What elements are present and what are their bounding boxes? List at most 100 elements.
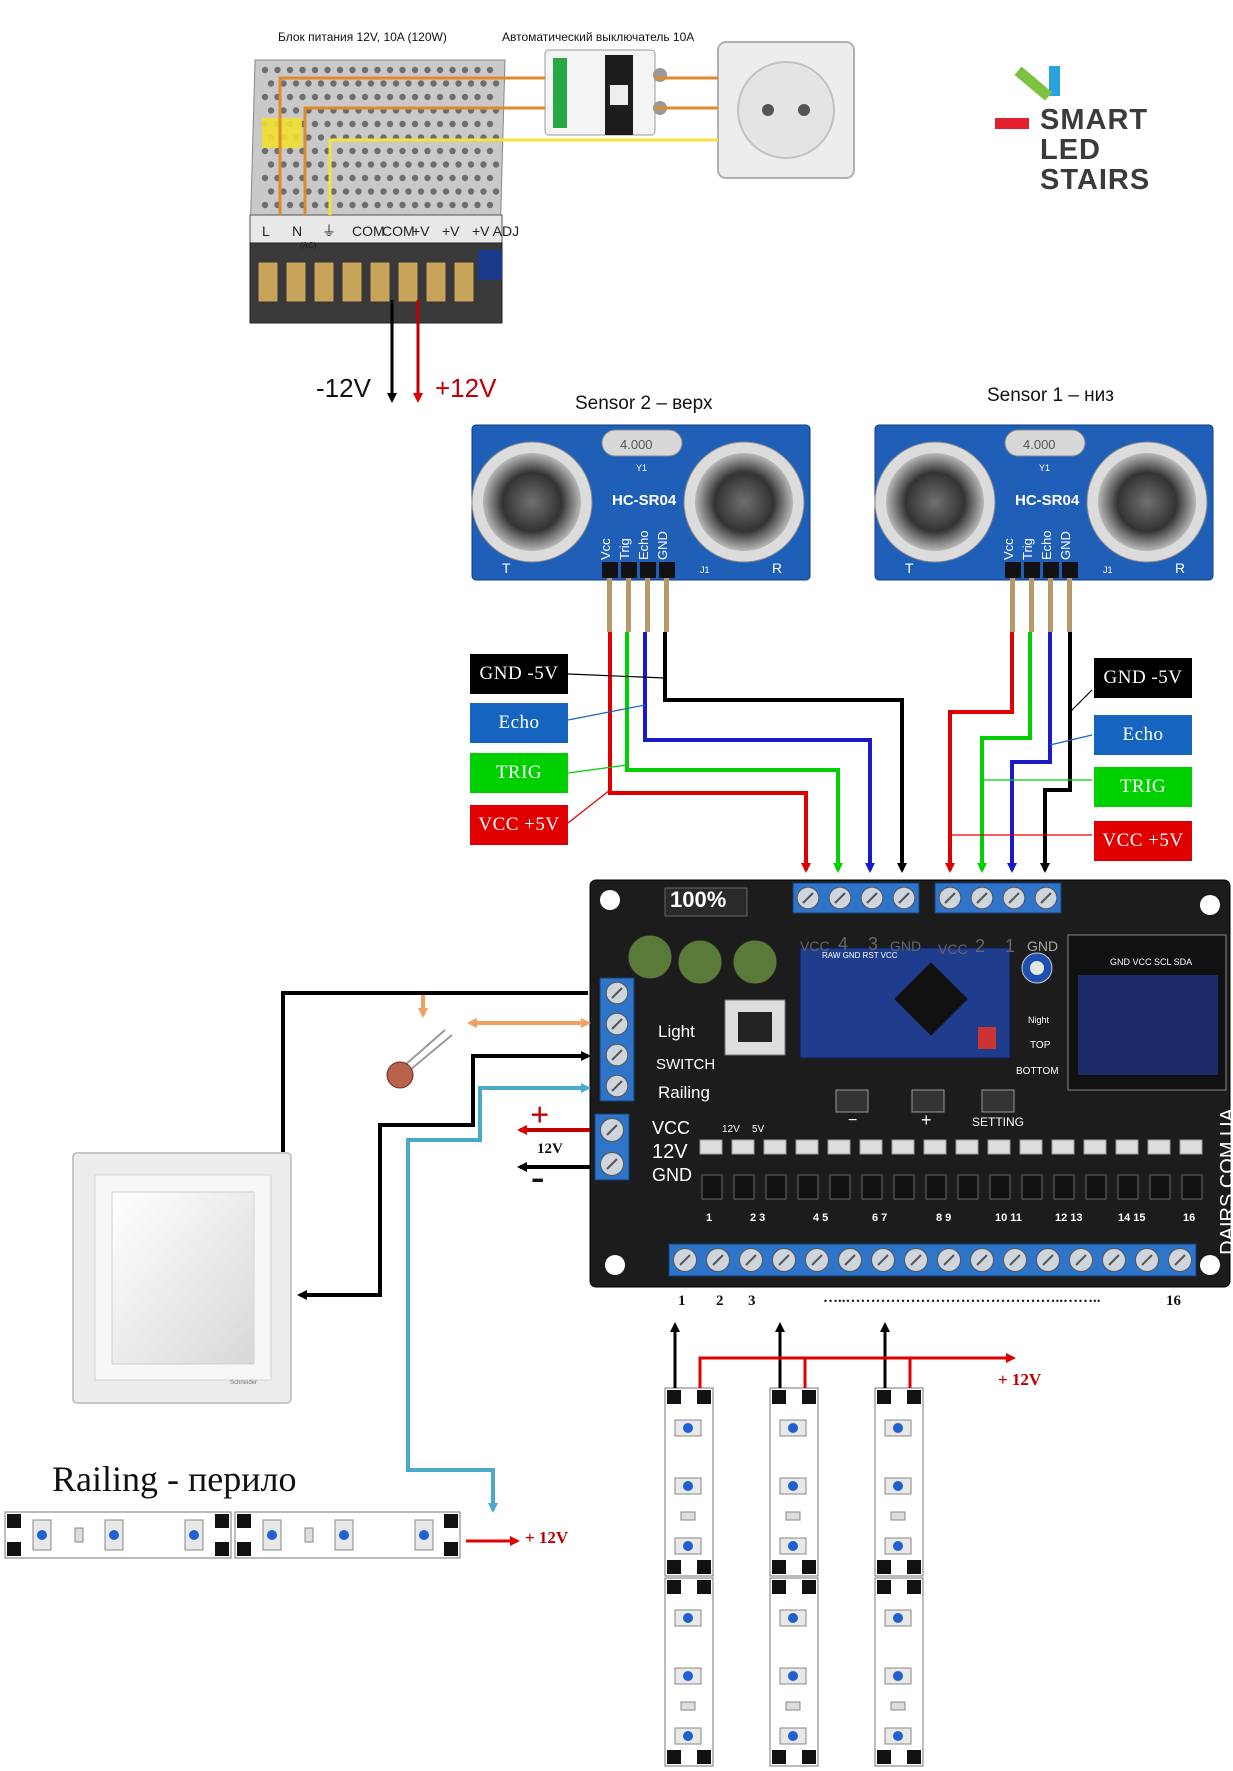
resistor-icon [891, 1139, 915, 1155]
terminal-slot [1008, 892, 1020, 904]
psu-terminal-label: N [292, 223, 302, 239]
strip-pad [772, 1750, 786, 1764]
strip-pad [7, 1514, 21, 1528]
psu-terminal-label: +V [412, 223, 430, 239]
psu-terminal-label: L [262, 223, 270, 239]
terminal-slot [802, 892, 814, 904]
right-tag-trig: TRIG [1094, 767, 1192, 807]
railing-led-strip [4, 1511, 461, 1559]
terminal-slot [877, 1254, 889, 1266]
led-dot-icon [339, 1530, 349, 1540]
sensor-r-label: R [772, 560, 782, 576]
led-dot-icon [683, 1671, 693, 1681]
resistor-icon [827, 1139, 851, 1155]
led-strips [664, 1387, 924, 1767]
mosfet-icon [989, 1174, 1011, 1200]
led-dot-icon [109, 1530, 119, 1540]
led-dot-icon [683, 1423, 693, 1433]
led-dot-icon [788, 1541, 798, 1551]
led-dot-icon [189, 1530, 199, 1540]
led-dot-icon [788, 1731, 798, 1741]
resistor-icon [731, 1139, 755, 1155]
strip-pad [215, 1542, 229, 1556]
strip-pad [772, 1580, 786, 1594]
psu-terminal-label: COM [352, 223, 385, 239]
resistor-icon [1019, 1139, 1043, 1155]
strip-resistor-icon [785, 1701, 801, 1711]
strip-pad [802, 1750, 816, 1764]
resistor-icon [699, 1139, 723, 1155]
sensor-1-caption: Sensor 1 – низ [987, 385, 1114, 406]
strip-pad [802, 1560, 816, 1574]
sensor-pin-label: Trig [1020, 538, 1035, 560]
output-dots: …..……………………………………..…….. [823, 1290, 1101, 1306]
sensor-pin-leg [607, 578, 612, 632]
mosfet-row [699, 1139, 1203, 1200]
top-pin-gnd-left: GND [890, 938, 922, 954]
small-label-5v: 5V [752, 1124, 765, 1135]
output-number-16: 16 [1166, 1293, 1181, 1309]
led-dot-icon [788, 1671, 798, 1681]
terminal-slot [611, 1080, 623, 1092]
strip-pad [697, 1560, 711, 1574]
button-plus-label: + [921, 1110, 932, 1130]
sensor-header-pin [659, 562, 675, 578]
left-terminal-block [599, 977, 635, 1102]
terminal-slot [611, 1049, 623, 1061]
led-dot-icon [419, 1530, 429, 1540]
terminal-slot [745, 1254, 757, 1266]
sensor-2-caption: Sensor 2 – верх [575, 393, 713, 414]
strip-pad [772, 1390, 786, 1404]
channel-label: 14 15 [1118, 1212, 1146, 1224]
strip-pad [667, 1390, 681, 1404]
mosfet-icon [861, 1174, 883, 1200]
resistor-icon [795, 1139, 819, 1155]
sensor-header-pin [602, 562, 618, 578]
terminal-slot [834, 892, 846, 904]
sensor-pin-label: GND [1058, 531, 1073, 560]
transducer-mesh-icon [886, 453, 984, 551]
resistor-icon [955, 1139, 979, 1155]
led-dot-icon [788, 1613, 798, 1623]
strip-pad [237, 1514, 251, 1528]
mosfet-icon [893, 1174, 915, 1200]
output-number-1: 1 [678, 1293, 686, 1309]
wall-switch [72, 1152, 292, 1404]
top-pin-vcc-right: VCC [938, 941, 968, 957]
top-terminal-right [934, 882, 1062, 914]
sensor-pin-label: Vcc [1001, 538, 1016, 560]
side-voltage: 12V [537, 1141, 563, 1157]
terminal-slot [976, 1254, 988, 1266]
sensor-crystal-label: 4.000 [620, 437, 653, 452]
strip-resistor-icon [890, 1511, 906, 1521]
psu-terminal-label: COM [382, 223, 415, 239]
strip-pad [802, 1390, 816, 1404]
led-dot-icon [893, 1671, 903, 1681]
terminal-slot [606, 1124, 618, 1136]
sensor-pin-leg [1048, 578, 1053, 632]
mosfet-icon [1085, 1174, 1107, 1200]
railing-title: Railing - перило [52, 1459, 297, 1499]
strip-pad [7, 1542, 21, 1556]
terminal-slot [943, 1254, 955, 1266]
strip-resistor-icon [680, 1511, 696, 1521]
strip-resistor-icon [890, 1701, 906, 1711]
minus-12v-label: -12V [316, 373, 371, 403]
sensor-pin-leg [1029, 578, 1034, 632]
top-pin-vcc-left: VCC [800, 938, 830, 954]
left-tag-trig: TRIG [470, 753, 568, 793]
logo-line-stairs: STAIRS [1040, 164, 1151, 196]
sensor-y1-label: Y1 [636, 463, 647, 473]
led-dot-icon [788, 1481, 798, 1491]
top-pin-1: 1 [1005, 936, 1016, 956]
right-tag-echo: Echo [1094, 715, 1192, 755]
channel-label: 1 [706, 1212, 713, 1224]
sensor-pin-leg [1010, 578, 1015, 632]
sensor-t-label: T [502, 560, 511, 576]
terminal-slot [1075, 1254, 1087, 1266]
resistor-icon [1147, 1139, 1171, 1155]
sensor-header-pin [1043, 562, 1059, 578]
transducer-mesh-icon [1098, 453, 1196, 551]
channel-label: 12 13 [1055, 1212, 1083, 1224]
